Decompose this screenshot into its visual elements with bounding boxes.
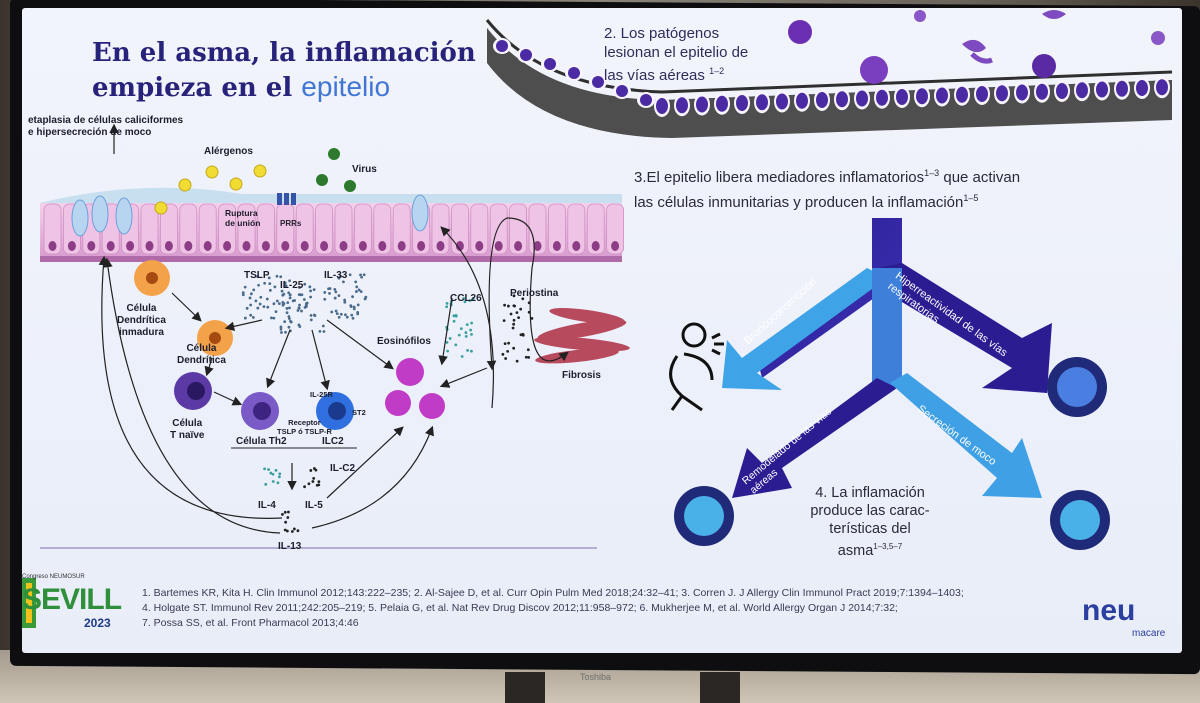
title-line-2: empieza en el epitelio	[92, 71, 391, 103]
coughing-person-icon	[669, 322, 724, 412]
big-y-arrows	[722, 218, 1052, 498]
sevilla-logo-text: SEVILL	[22, 583, 122, 616]
virus-icons	[316, 148, 356, 192]
airway-cells	[493, 38, 1170, 117]
tv-brand-label: Toshiba	[580, 672, 612, 682]
label-ilc2: ILC2	[322, 436, 344, 447]
macare-logo-text: macare	[1132, 628, 1166, 639]
title-line-1: En el asma, la inflamación	[92, 38, 476, 68]
point-2-text: 2. Los patógenos lesionan el epitelio de…	[604, 25, 749, 84]
label-il5: IL-5	[305, 500, 323, 511]
slide-screen: En el asma, la inflamación empieza en el…	[22, 8, 1182, 653]
tv-stand-right	[700, 672, 740, 703]
label-th2: Célula Th2	[236, 436, 287, 447]
label-periostina: Periostina	[510, 288, 559, 299]
cytokine-dot-clouds	[241, 273, 534, 533]
prr-receptors	[277, 193, 296, 205]
sevilla-logo-graphic	[22, 578, 36, 628]
label-ccl26: CCL26	[450, 293, 482, 304]
label-ruptura: Ruptura de unión	[225, 208, 261, 228]
label-eosinofilos: Eosinófilos	[377, 336, 431, 347]
label-il25r: IL-25R	[310, 390, 333, 399]
label-il13: IL-13	[278, 541, 302, 552]
label-il33: IL-33	[324, 270, 348, 281]
point-3-text: 3.El epitelio libera mediadores inflamat…	[634, 168, 1021, 211]
references: 1. Bartemes KR, Kita H. Clin Immunol 201…	[142, 587, 964, 629]
title-highlight: epitelio	[301, 71, 391, 102]
tv-stand-left	[505, 672, 545, 703]
label-il-c2: IL-C2	[330, 463, 355, 474]
label-receptor-tslp: Receptor TSLP ó TSLP-R	[277, 418, 332, 436]
pathogens-top	[788, 10, 1165, 84]
point-4-text: 4. La inflamación produce las carac- ter…	[810, 485, 930, 559]
label-virus: Virus	[352, 164, 377, 175]
pathway-arrows	[98, 123, 569, 534]
immune-cells	[134, 260, 445, 430]
slide-title: En el asma, la inflamación empieza en el…	[92, 36, 476, 105]
label-t-naive: Célula T naïve	[170, 418, 205, 441]
label-st2: ST2	[352, 408, 366, 417]
label-il4: IL-4	[258, 500, 276, 511]
label-dendritica: Célula Dendrítica	[177, 343, 226, 366]
label-prrs: PRRs	[280, 219, 302, 228]
label-tslp: TSLP	[244, 270, 270, 281]
left-epithelium-cells	[43, 194, 624, 255]
neu-logo-text: neu	[1082, 594, 1136, 627]
sevilla-logo-year: 2023	[84, 616, 111, 630]
sevilla-logo-top: Congreso NEUMOSUR	[22, 574, 85, 580]
slide-graphics	[22, 10, 1173, 628]
label-il25: IL-25	[280, 280, 304, 291]
label-dendritica-inmadura: Célula Dendrítica inmadura	[117, 303, 166, 338]
label-metaplasia: etaplasia de células caliciformes e hipe…	[28, 115, 184, 138]
label-fibrosis: Fibrosis	[562, 370, 601, 381]
allergen-dots	[154, 164, 267, 215]
label-alergenos: Alérgenos	[204, 146, 253, 157]
fibrosis-cells	[534, 308, 630, 364]
outcome-icons	[674, 357, 1110, 550]
